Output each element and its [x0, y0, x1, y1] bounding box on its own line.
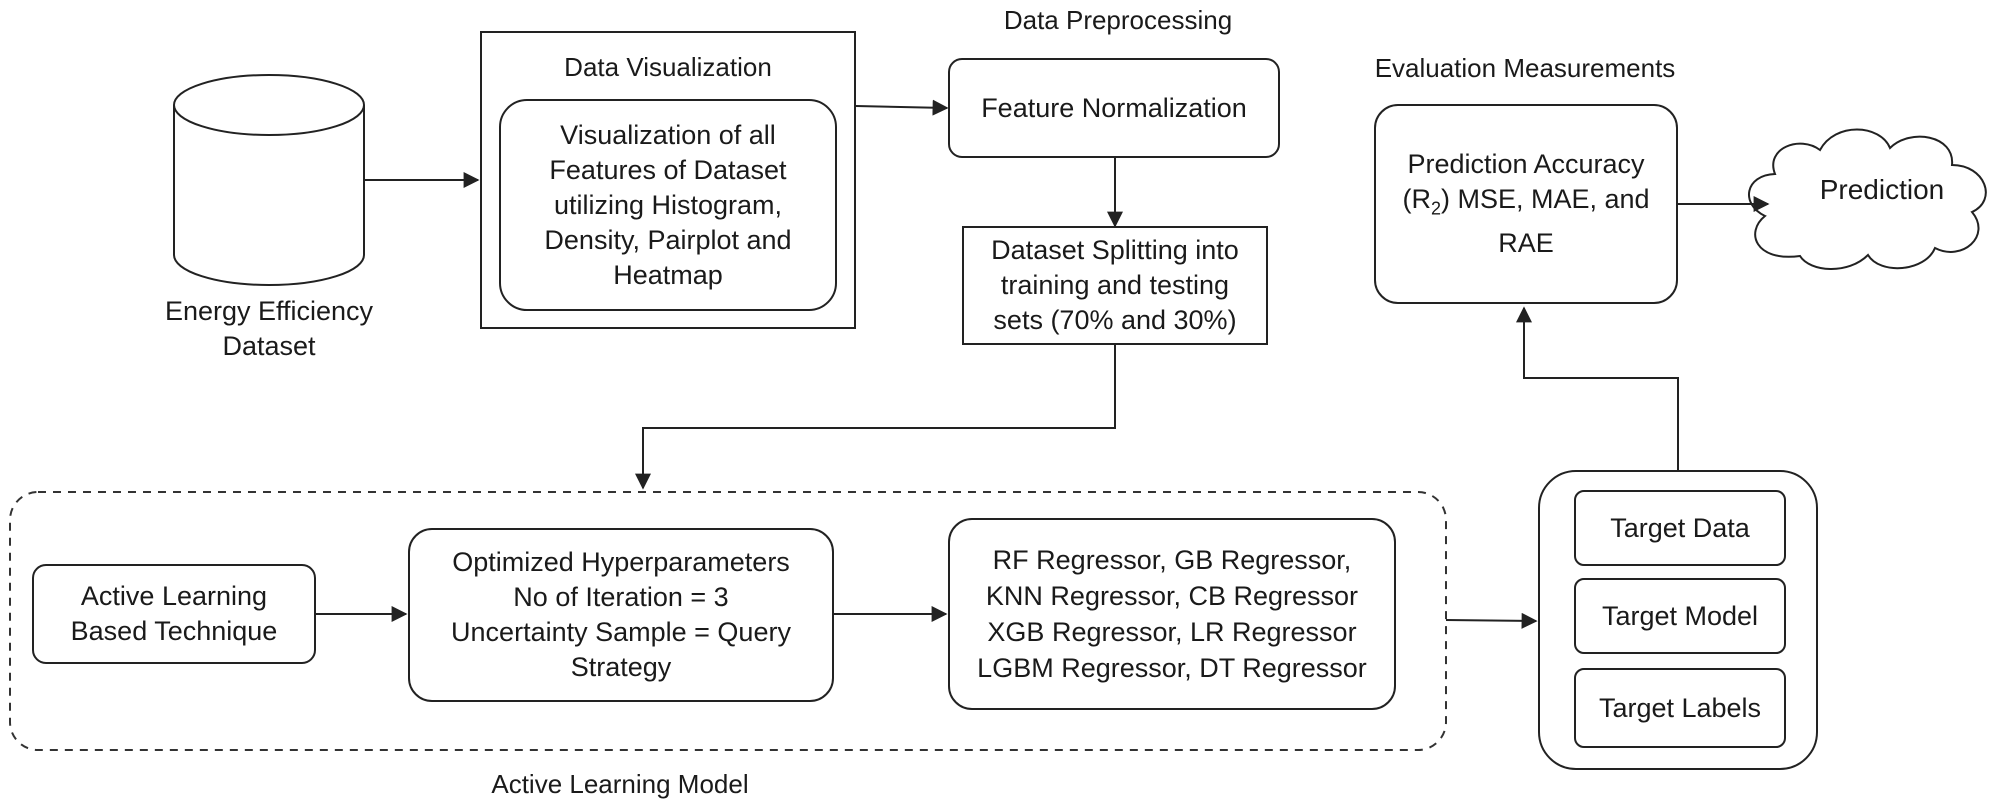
- data-visualization-title: Data Visualization: [564, 52, 772, 82]
- evaluation-line-2: (R2) MSE, MAE, and: [1402, 182, 1649, 226]
- target-data-box: Target Data: [1574, 490, 1786, 566]
- active-learning-model-title: Active Learning Model: [491, 769, 749, 799]
- data-preprocessing-title: Data Preprocessing: [1003, 5, 1233, 35]
- evaluation-box: Prediction Accuracy (R2) MSE, MAE, and R…: [1374, 104, 1678, 304]
- dataset-label: Energy Efficiency Dataset: [164, 296, 374, 361]
- arrow-splitting-to-active-learning: [635, 344, 1116, 490]
- evaluation-r-subscript: 2: [1430, 198, 1441, 219]
- evaluation-line-2-suffix: ) MSE, MAE, and: [1440, 183, 1650, 214]
- cloud-icon: [1748, 128, 1987, 270]
- data-visualization-box: Visualization of all Features of Dataset…: [499, 99, 837, 311]
- prediction-label: Prediction: [1819, 174, 1945, 205]
- target-model-box: Target Model: [1574, 578, 1786, 654]
- arrow-targets-to-evaluation: [1516, 306, 1679, 470]
- active-learning-technique-box: Active Learning Based Technique: [32, 564, 316, 664]
- evaluation-line-3: RAE: [1498, 228, 1554, 259]
- feature-normalization-box: Feature Normalization: [948, 58, 1280, 158]
- target-labels-box: Target Labels: [1574, 668, 1786, 748]
- evaluation-title: Evaluation Measurements: [1374, 53, 1676, 83]
- database-icon: [173, 74, 365, 286]
- hyperparameters-box: Optimized Hyperparameters No of Iteratio…: [408, 528, 834, 702]
- regressors-box: RF Regressor, GB Regressor, KNN Regresso…: [948, 518, 1396, 710]
- active-learning-group-border: [9, 491, 1447, 751]
- evaluation-line-1: Prediction Accuracy: [1407, 148, 1645, 179]
- dataset-splitting-box: Dataset Splitting into training and test…: [962, 226, 1268, 345]
- arrow-visualization-to-normalization: [855, 99, 949, 116]
- evaluation-line-2-prefix: (R: [1402, 183, 1431, 214]
- arrow-group-to-targets: [1445, 612, 1538, 629]
